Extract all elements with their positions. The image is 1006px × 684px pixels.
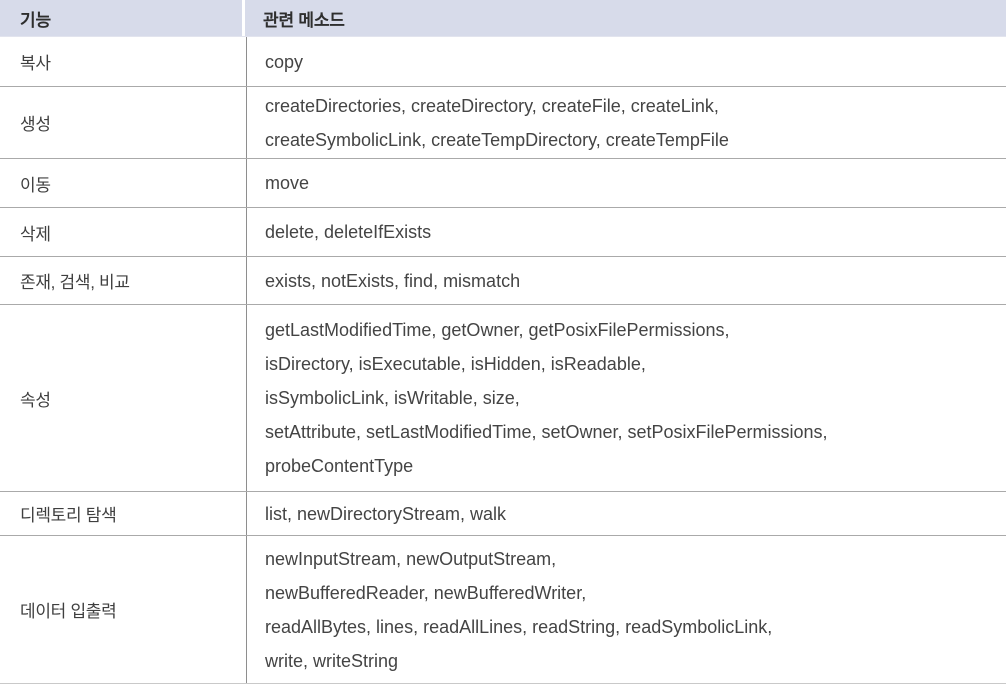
header-methods-cell: 관련 메소드	[245, 0, 1006, 36]
methods-cell: exists, notExists, find, mismatch	[265, 270, 521, 291]
function-cell: 데이터 입출력	[0, 536, 247, 683]
table-row: 삭제 delete, deleteIfExists	[0, 208, 1006, 257]
methods-cell: list, newDirectoryStream, walk	[265, 503, 507, 524]
table-row: 디렉토리 탐색 list, newDirectoryStream, walk	[0, 492, 1006, 536]
table-header-row: 기능 관련 메소드	[0, 0, 1006, 37]
header-methods-label: 관련 메소드	[263, 10, 345, 30]
header-function-cell: 기능	[0, 0, 245, 36]
function-cell: 이동	[0, 159, 247, 207]
header-function-label: 기능	[20, 10, 51, 30]
methods-cell: move	[265, 173, 310, 193]
methods-cell: getLastModifiedTime, getOwner, getPosixF…	[265, 320, 828, 476]
table-row: 이동 move	[0, 159, 1006, 208]
table-row: 존재, 검색, 비교 exists, notExists, find, mism…	[0, 257, 1006, 305]
function-cell: 삭제	[0, 208, 247, 256]
function-cell: 디렉토리 탐색	[0, 492, 247, 535]
table-row: 데이터 입출력 newInputStream, newOutputStream,…	[0, 536, 1006, 684]
table-row: 생성 createDirectories, createDirectory, c…	[0, 87, 1006, 159]
methods-cell: newInputStream, newOutputStream, newBuff…	[265, 548, 773, 671]
function-cell: 복사	[0, 37, 247, 86]
function-cell: 존재, 검색, 비교	[0, 257, 247, 304]
table-row: 속성 getLastModifiedTime, getOwner, getPos…	[0, 305, 1006, 492]
table-row: 복사 copy	[0, 37, 1006, 87]
methods-cell: createDirectories, createDirectory, crea…	[265, 95, 729, 150]
function-cell: 생성	[0, 87, 247, 158]
methods-cell: copy	[265, 51, 304, 72]
methods-cell: delete, deleteIfExists	[265, 222, 432, 242]
function-cell: 속성	[0, 305, 247, 491]
